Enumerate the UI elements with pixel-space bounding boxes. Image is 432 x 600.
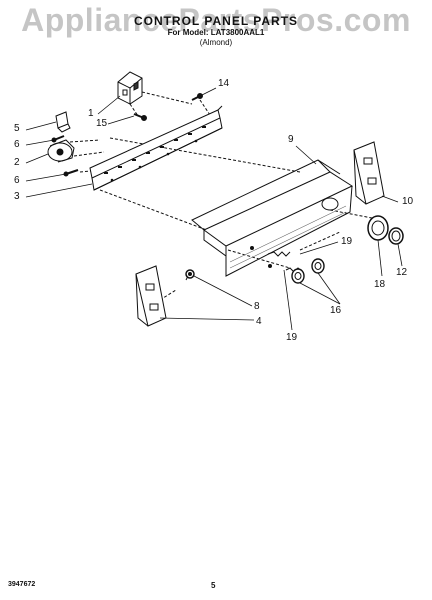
callout-19: 19: [341, 236, 353, 247]
callout-1: 1: [88, 108, 94, 119]
callout-9: 9: [288, 134, 294, 145]
callout-3: 3: [14, 191, 20, 202]
callout-4: 4: [256, 316, 262, 327]
part-16-buttons: [291, 258, 325, 284]
part-4-end-cap: [135, 265, 167, 327]
part-1-mounting-block: [117, 71, 143, 105]
part-10-end-cap: [353, 141, 385, 205]
color-variant: (Almond): [199, 38, 233, 47]
callout-16: 16: [330, 305, 342, 316]
callout-5: 5: [14, 123, 20, 134]
callout-6: 6: [14, 175, 20, 186]
callout-14: 14: [218, 78, 230, 89]
model-subtitle: For Model: LAT3800AAL1: [167, 28, 265, 37]
callout-10: 10: [402, 196, 414, 207]
part-2-timer: [47, 139, 75, 163]
callout-6: 6: [14, 139, 20, 150]
callout-18: 18: [374, 279, 386, 290]
callout-2: 2: [14, 157, 20, 168]
part-9-control-panel: [191, 159, 354, 277]
part-12-knob: [388, 227, 404, 245]
page-number: 5: [211, 581, 216, 590]
watermark: AppliancePartsPros.com: [21, 2, 411, 38]
part-3-bracket: [89, 105, 223, 191]
callout-12: 12: [396, 267, 408, 278]
part-5-switch: [55, 111, 71, 133]
part-14-screw: [191, 93, 203, 101]
leader-lines: [25, 87, 403, 331]
callout-15: 15: [96, 118, 108, 129]
part-15-screw: [133, 113, 147, 121]
callout-19: 19: [286, 332, 298, 343]
diagram-title: CONTROL PANEL PARTS: [133, 14, 299, 28]
document-number: 3947672: [8, 581, 36, 588]
part-8-screw: [185, 269, 195, 279]
part-18-bezel: [367, 215, 389, 241]
callout-8: 8: [254, 301, 260, 312]
